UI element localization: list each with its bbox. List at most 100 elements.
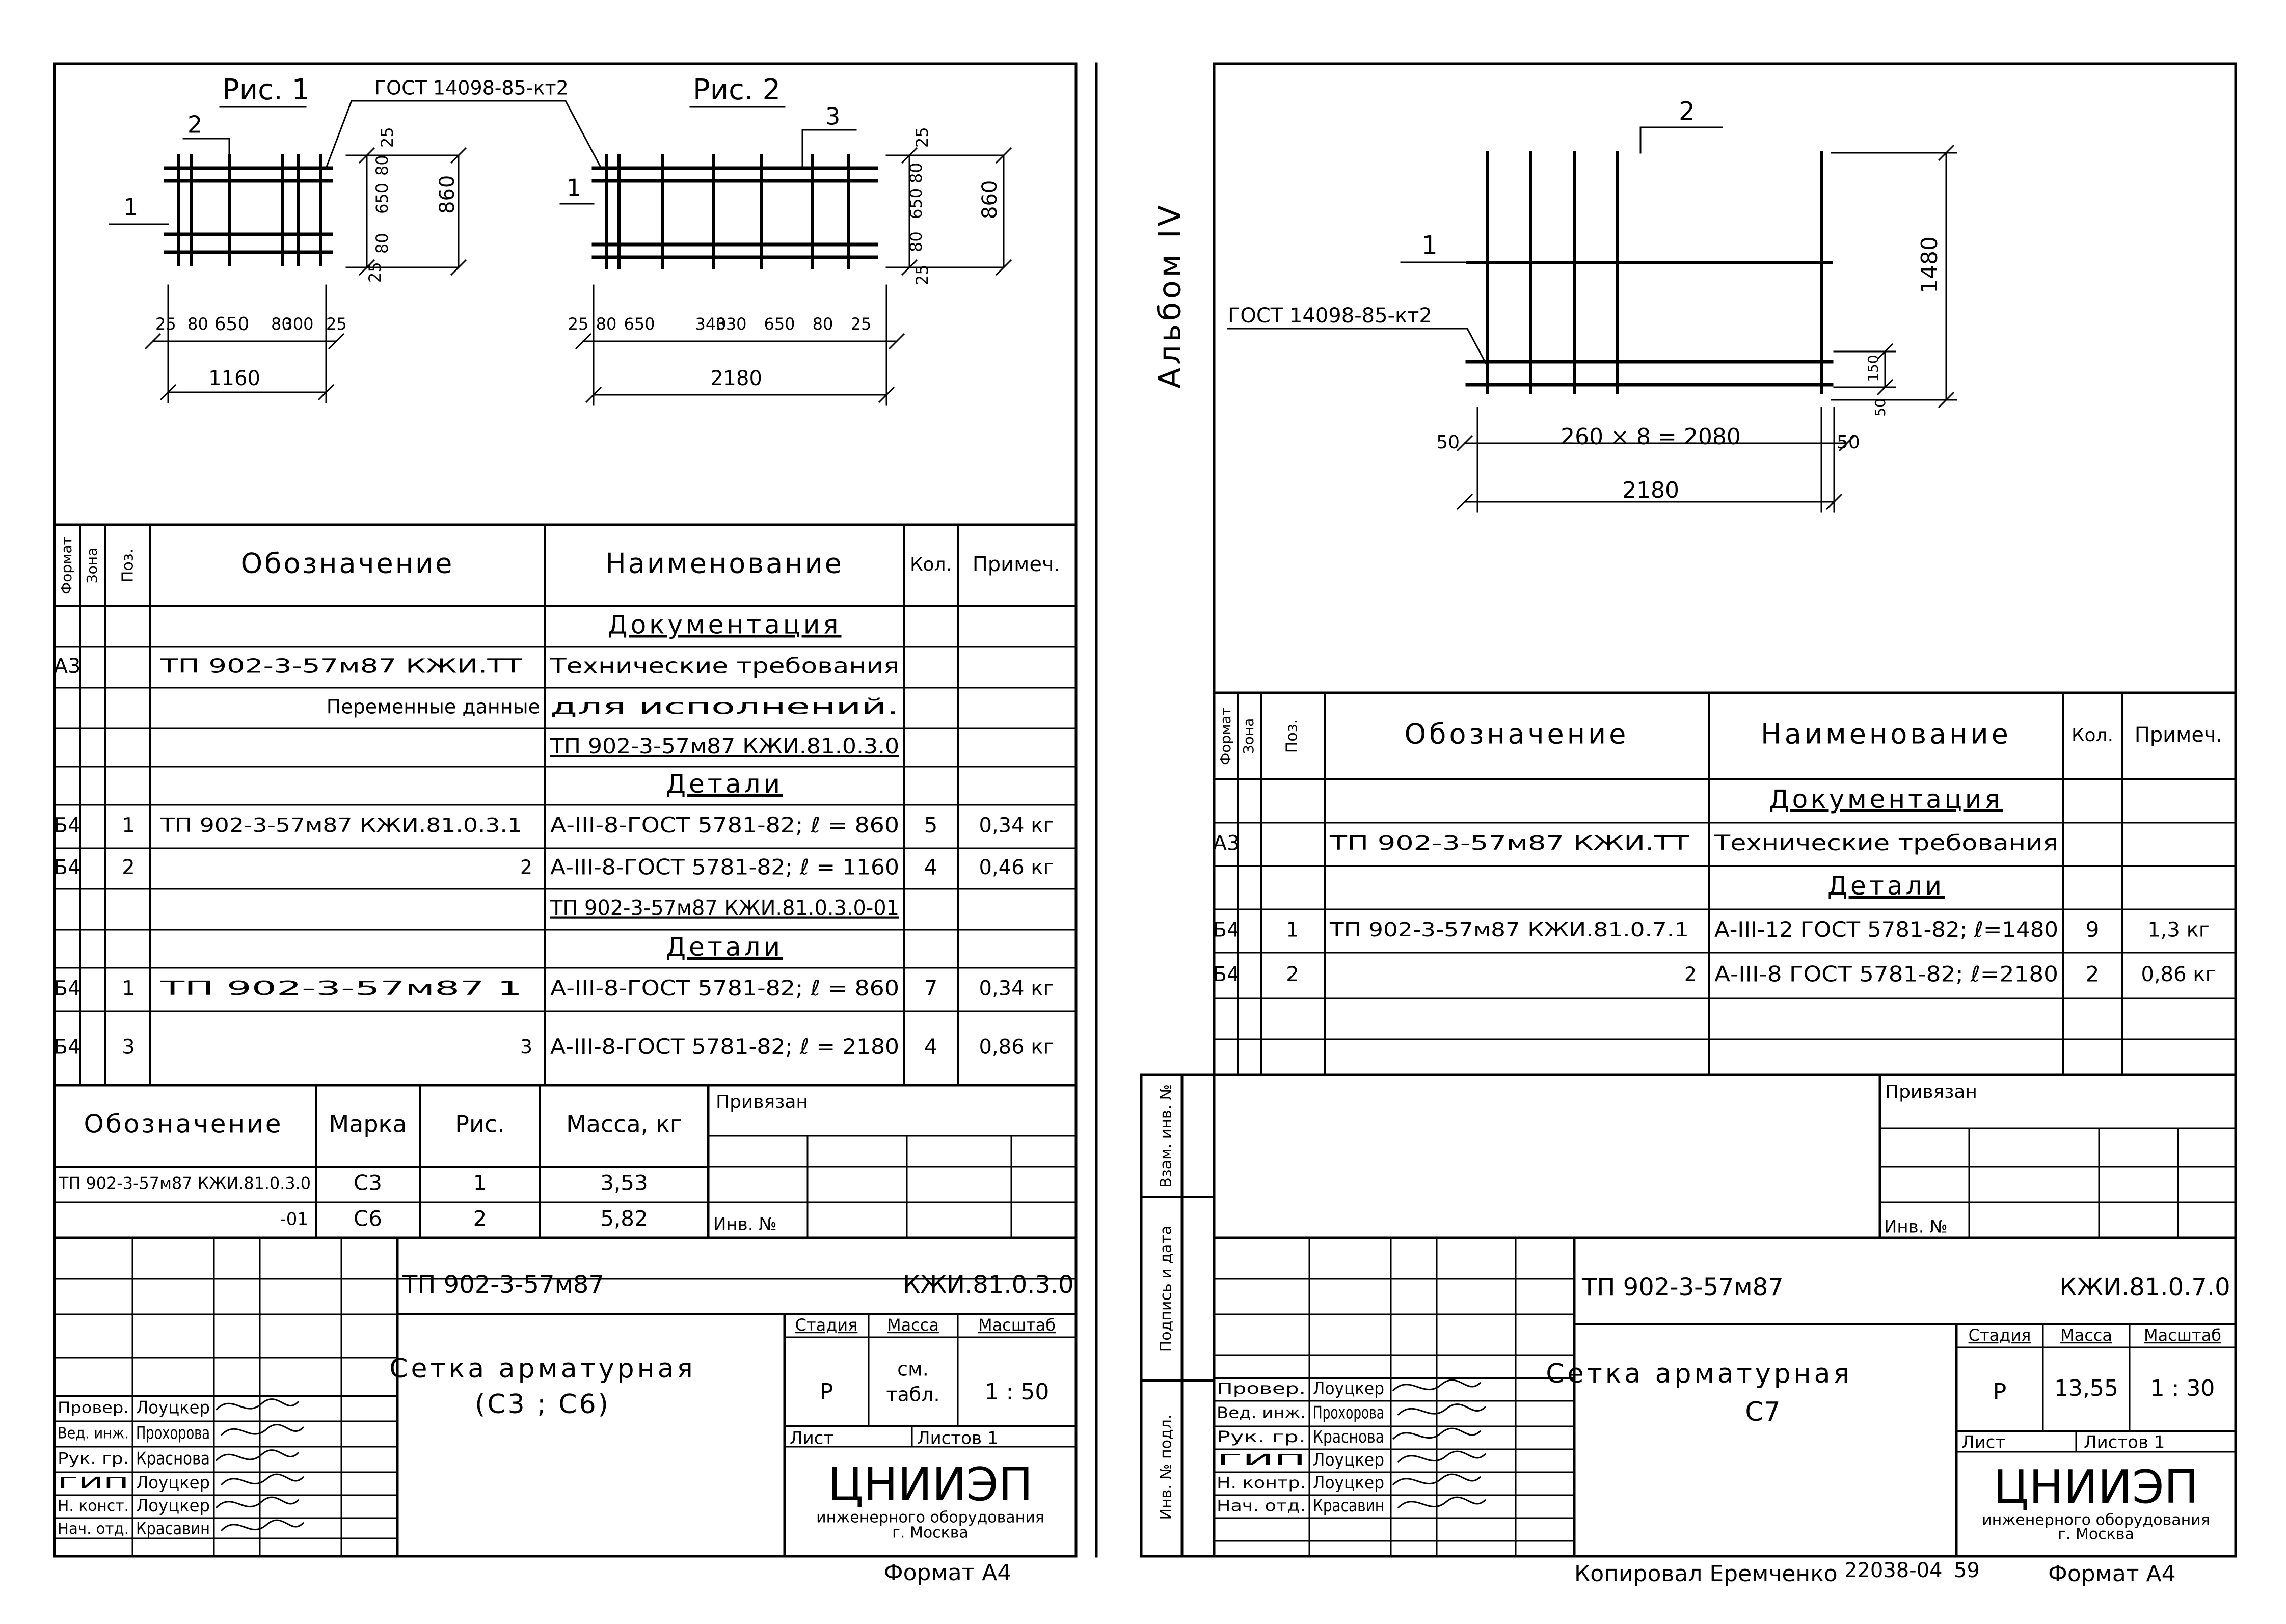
dim-label: 650 <box>624 314 655 334</box>
signature <box>1397 1403 1487 1416</box>
cell-format: Б4 <box>54 1036 81 1059</box>
col-header-designation: Обозначение <box>241 548 454 580</box>
stamp-title: Сетка арматурная <box>389 1354 696 1384</box>
dim-label: 650 <box>906 188 926 219</box>
signature <box>1397 1450 1487 1463</box>
format-note: Формат А4 <box>884 1560 1012 1586</box>
section-title: Детали <box>666 932 783 962</box>
dim-label: 25 <box>378 127 397 148</box>
stamp-org: ЦНИИЭП <box>828 1458 1033 1511</box>
stamp-role: Провер. <box>1217 1380 1306 1398</box>
dim-label: 300 <box>282 314 313 334</box>
dim-label: 25 <box>365 262 385 283</box>
right-frame <box>1213 62 2237 1558</box>
pos-label: 1 <box>123 194 138 221</box>
stamp-person: Лоуцкер <box>1313 1378 1384 1399</box>
col-header-pos: Поз. <box>1283 719 1301 753</box>
dim-tick <box>888 333 905 350</box>
stamp-role: Нач. отд. <box>1217 1497 1306 1515</box>
col-header-zone: Зона <box>84 548 100 584</box>
stamp-role: ГИП <box>58 1474 129 1492</box>
cell-name: А-III-8-ГОСТ 5781-82; ℓ = 1160 <box>550 855 899 880</box>
cell-name: А-III-8-ГОСТ 5781-82; ℓ = 860 <box>550 813 899 837</box>
stamp-role: ГИП <box>1217 1451 1306 1469</box>
dim-label: 330 <box>715 314 746 334</box>
var-mark: С3 <box>354 1171 382 1196</box>
cell-qty: 4 <box>924 855 938 880</box>
cell-designation: ТП 902-3-57м87 КЖИ.ТТ <box>1329 832 1690 854</box>
col-header-name: Наименование <box>1761 718 2011 750</box>
col-header-zone: Зона <box>1240 718 1257 754</box>
cell-name: А-III-8 ГОСТ 5781-82; ℓ=2180 <box>1714 962 2058 987</box>
stamp-stage-header: Стадия <box>1969 1325 2031 1345</box>
dim-label: 50 <box>1436 432 1460 453</box>
cell-designation: 3 <box>520 1036 532 1058</box>
dim-label: 25 <box>155 314 176 334</box>
dim-total: 2180 <box>1622 477 1679 503</box>
stamp-role: Рук. гр. <box>1217 1428 1306 1446</box>
side-label: Инв. № подл. <box>1158 1415 1175 1520</box>
dim-label: 80 <box>372 155 392 176</box>
stamp-subtitle: С7 <box>1745 1397 1780 1427</box>
stamp-person: Краснова <box>1313 1427 1384 1447</box>
dim-total: 860 <box>436 175 459 214</box>
leader <box>325 100 353 169</box>
inv-label: Инв. № <box>713 1214 777 1235</box>
dim-tick <box>1456 493 1473 510</box>
stamp-person: Лоуцкер <box>1313 1450 1384 1470</box>
dim-label: 150 <box>1865 355 1881 382</box>
col-header-note: Примеч. <box>973 553 1061 576</box>
stamp-person: Красавин <box>136 1519 210 1539</box>
stamp-stage: Р <box>1993 1379 2007 1405</box>
dim-label: 50 <box>1837 432 1860 453</box>
inv-label: Инв. № <box>1884 1217 1948 1237</box>
cell-designation: Переменные данные <box>327 696 540 718</box>
dim-label: 80 <box>906 231 926 252</box>
col-header-note: Примеч. <box>2135 723 2223 747</box>
var-header-designation: Обозначение <box>84 1109 283 1139</box>
order-number: 22038-04 <box>1844 1559 1943 1582</box>
stamp-sheets: Листов 1 <box>917 1428 998 1449</box>
signature <box>1392 1427 1482 1440</box>
pos-label: 3 <box>825 103 840 130</box>
var-fig: 2 <box>473 1206 487 1231</box>
dim-label: 340 <box>695 314 726 334</box>
stamp-org: ЦНИИЭП <box>1994 1460 2199 1514</box>
stamp-sheet: Лист <box>1961 1432 2005 1453</box>
stamp-mass-header: Масса <box>2060 1325 2112 1345</box>
stamp-mass: см. <box>897 1358 929 1381</box>
cell-name: Технические требования <box>550 654 899 679</box>
cell-note: 0,34 кг <box>979 977 1054 1000</box>
cell-format: Б4 <box>1213 918 1240 942</box>
stamp-mass: табл. <box>886 1384 939 1406</box>
dim-label: 25 <box>568 314 589 334</box>
dim-label: 650 <box>214 314 250 335</box>
dim-tick <box>328 333 345 350</box>
var-mass: 3,53 <box>600 1171 648 1196</box>
stamp-code: КЖИ.81.0.3.0 <box>903 1270 1073 1299</box>
stamp-person: Красавин <box>1313 1496 1384 1516</box>
cell-format: Б4 <box>1213 963 1240 986</box>
cell-note: 1,3 кг <box>2147 918 2210 942</box>
cell-designation: 2 <box>1684 963 1697 986</box>
page-number: 59 <box>1954 1559 1980 1582</box>
stamp-role: Вед. инж. <box>1217 1404 1306 1422</box>
stamp-mass-header: Масса <box>887 1315 939 1335</box>
section-title: Документация <box>1769 784 2003 814</box>
cell-note: 0,86 кг <box>979 1036 1054 1059</box>
cell-designation: ТП 902-3-57м87 КЖИ.81.0.7.1 <box>1329 918 1689 941</box>
stamp-stage: Р <box>820 1379 833 1405</box>
dim-label: 25 <box>912 264 932 285</box>
cell-designation: ТП 902-3-57м87 1 <box>159 977 522 999</box>
stamp-mass: 13,55 <box>2054 1375 2118 1401</box>
format-note: Формат А4 <box>2048 1561 2176 1587</box>
stamp-person: Лоуцкер <box>136 1473 210 1493</box>
var-fig: 1 <box>473 1171 487 1196</box>
cell-format: Б4 <box>54 977 81 1000</box>
signature <box>220 1519 305 1532</box>
stamp-person: Лоуцкер <box>136 1496 210 1516</box>
stamp-scale: 1 : 30 <box>2150 1375 2215 1401</box>
var-mark: С6 <box>354 1206 382 1231</box>
col-header-format: Формат <box>58 536 75 594</box>
